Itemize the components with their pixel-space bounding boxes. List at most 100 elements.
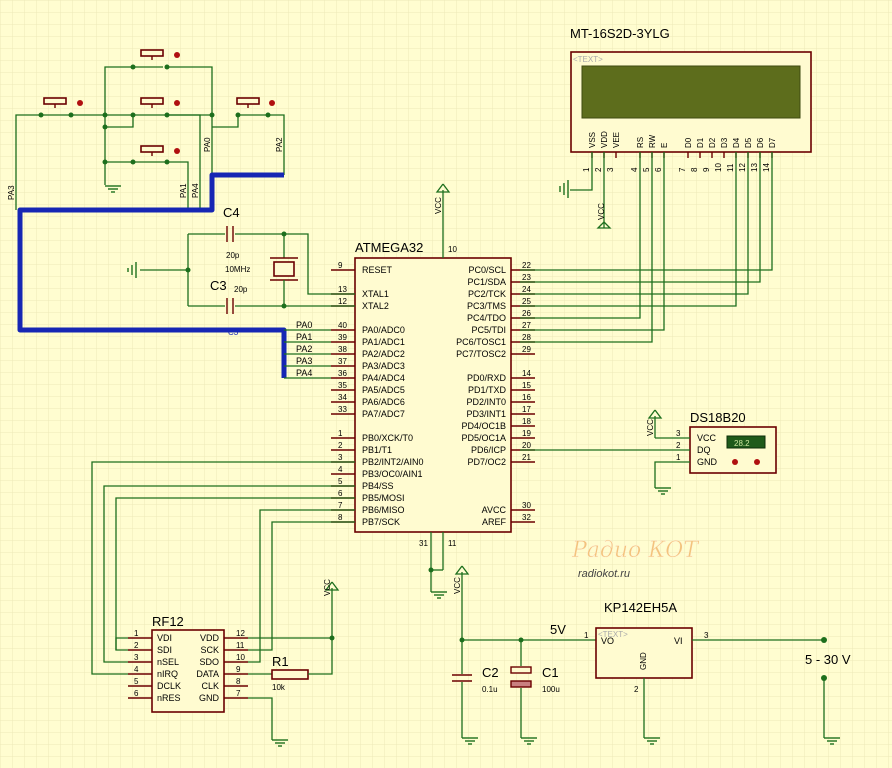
mcu-left-pin-name: XTAL2 <box>362 301 389 311</box>
regulator-vi: VI <box>674 636 683 646</box>
c2-ref: C2 <box>482 665 499 680</box>
ds18b20-display <box>726 435 766 449</box>
ds18b20-pin-number: 2 <box>676 441 681 450</box>
c4-label: C4 <box>223 205 240 220</box>
rf12-left-pin-number: 4 <box>134 665 139 674</box>
mcu-right-pin-name: PD4/OC1B <box>461 421 506 431</box>
rf12-right-pin-name: VDD <box>200 633 220 643</box>
mcu-right-pin-name: PD6/ICP <box>471 445 506 455</box>
mcu-pin31: 31 <box>419 539 428 548</box>
lcd-display[interactable]: MT-16S2D-3YLG <TEXT> VSS1VDD2VEE3RS4RW5E… <box>570 26 812 172</box>
mcu-vcc-label: VCC <box>434 197 443 214</box>
mcu-left-pin-name: PA4/ADC4 <box>362 373 405 383</box>
mcu-left-pin-number: 13 <box>338 285 347 294</box>
ds18b20-reading: 28.2 <box>734 439 750 448</box>
lcd-pin-name: D0 <box>684 137 693 148</box>
r1-value: 10k <box>272 683 286 692</box>
rf12-left-pin-number: 1 <box>134 629 139 638</box>
lcd-pin-name: D4 <box>732 137 741 148</box>
ds18b20-pin-name: DQ <box>697 445 711 455</box>
bus-label: PA3 <box>296 356 312 366</box>
lcd-pin-number: 11 <box>726 163 735 172</box>
mcu-right-pin-number: 32 <box>522 513 531 522</box>
lcd-pin-number: 4 <box>630 167 639 172</box>
mcu-left-pin-name: PB5/MOSI <box>362 493 405 503</box>
rf12-left-pin-name: nRES <box>157 693 181 703</box>
mcu-right-pin-name: PD1/TXD <box>468 385 507 395</box>
ds18b20-pin-name: GND <box>697 457 718 467</box>
power-supply: VCC 5V C2 0.1u C1 100u KP142EH5A <TEXT> … <box>452 565 851 745</box>
mcu-left-pin-name: PB7/SCK <box>362 517 400 527</box>
mcu-right-pin-number: 28 <box>522 333 531 342</box>
mcu-left-pin-number: 1 <box>338 429 343 438</box>
mcu-right-pin-name: AREF <box>482 517 507 527</box>
mcu-left-pin-name: PA2/ADC2 <box>362 349 405 359</box>
crystal-circuit: C4 20p C3 20p 10MHz C3 <box>127 205 355 337</box>
keypad-label-pa3: PA3 <box>7 185 16 200</box>
mcu-right-pin-name: PD5/OC1A <box>461 433 506 443</box>
ds18b20-pin-number: 1 <box>676 453 681 462</box>
mcu-left-pin-name: PB2/INT2/AIN0 <box>362 457 424 467</box>
lcd-pin-number: 10 <box>714 163 723 172</box>
rf12-body <box>151 629 225 713</box>
mcu-right-pin-number: 22 <box>522 261 531 270</box>
rf12-left-pin-name: SDI <box>157 645 172 655</box>
mcu-left-pin-name: PA0/ADC0 <box>362 325 405 335</box>
mcu-right-pin-name: PD3/INT1 <box>466 409 506 419</box>
lcd-pin-number: 3 <box>606 167 615 172</box>
regulator-body[interactable] <box>595 627 693 679</box>
lcd-vcc-label: VCC <box>597 203 606 220</box>
keypad-button-left[interactable] <box>38 97 84 118</box>
mcu-left-pin-number: 34 <box>338 393 347 402</box>
rf12-vcc-label: VCC <box>323 579 332 596</box>
mcu-right-pin-number: 20 <box>522 441 531 450</box>
lcd-pin-number: 9 <box>702 167 711 172</box>
mcu-title: ATMEGA32 <box>355 240 423 255</box>
mcu-left-pin-number: 12 <box>338 297 347 306</box>
lcd-pin-name: D1 <box>696 137 705 148</box>
keypad-button-center[interactable] <box>130 97 181 118</box>
rf12-right-pin-number: 12 <box>236 629 245 638</box>
mcu-left-pin-name: PB3/OC0/AIN1 <box>362 469 423 479</box>
rf12-left-pin-number: 3 <box>134 653 139 662</box>
rf12-right-pin-name: CLK <box>201 681 219 691</box>
lcd-pin-name: D7 <box>768 137 777 148</box>
mcu-right-pin-name: PC4/TDO <box>467 313 506 323</box>
lcd-pin-number: 2 <box>594 167 603 172</box>
lcd-pin-number: 1 <box>582 167 591 172</box>
mcu-right-pin-number: 17 <box>522 405 531 414</box>
mcu-right-pin-number: 27 <box>522 321 531 330</box>
mcu-right-pin-number: 30 <box>522 501 531 510</box>
mcu-left-pin-name: PA3/ADC3 <box>362 361 405 371</box>
mcu-left-pin-number: 6 <box>338 489 343 498</box>
regulator-pin1: 1 <box>584 631 589 640</box>
mcu-right-pin-name: PC3/TMS <box>467 301 506 311</box>
keypad: PA0 PA1 PA2 PA3 PA4 <box>7 49 285 210</box>
power-vcc-label: VCC <box>453 577 462 594</box>
mcu-left-pin-name: XTAL1 <box>362 289 389 299</box>
mcu-right-pin-number: 21 <box>522 453 531 462</box>
lcd-pin-name: VDD <box>600 131 609 148</box>
keypad-button-right[interactable] <box>235 97 276 118</box>
keypad-label-pa4: PA4 <box>191 183 200 198</box>
mcu-left-pin-number: 37 <box>338 357 347 366</box>
rf12-right-pin-name: DATA <box>196 669 219 679</box>
mcu-right-pin-number: 23 <box>522 273 531 282</box>
bus-label: PA4 <box>296 368 312 378</box>
mcu-right-pin-name: PD0/RXD <box>467 373 507 383</box>
c1-ref: C1 <box>542 665 559 680</box>
bus-label: PA2 <box>296 344 312 354</box>
ds18b20-title: DS18B20 <box>690 410 746 425</box>
regulator-gnd: GND <box>639 652 648 670</box>
mcu-body <box>354 257 512 533</box>
ds-vcc-label: VCC <box>646 419 655 436</box>
c3-hidden-label: C3 <box>228 328 239 337</box>
lcd-pin-number: 12 <box>738 163 747 172</box>
lcd-pin-name: D5 <box>744 137 753 148</box>
rf12-right-pin-number: 8 <box>236 677 241 686</box>
